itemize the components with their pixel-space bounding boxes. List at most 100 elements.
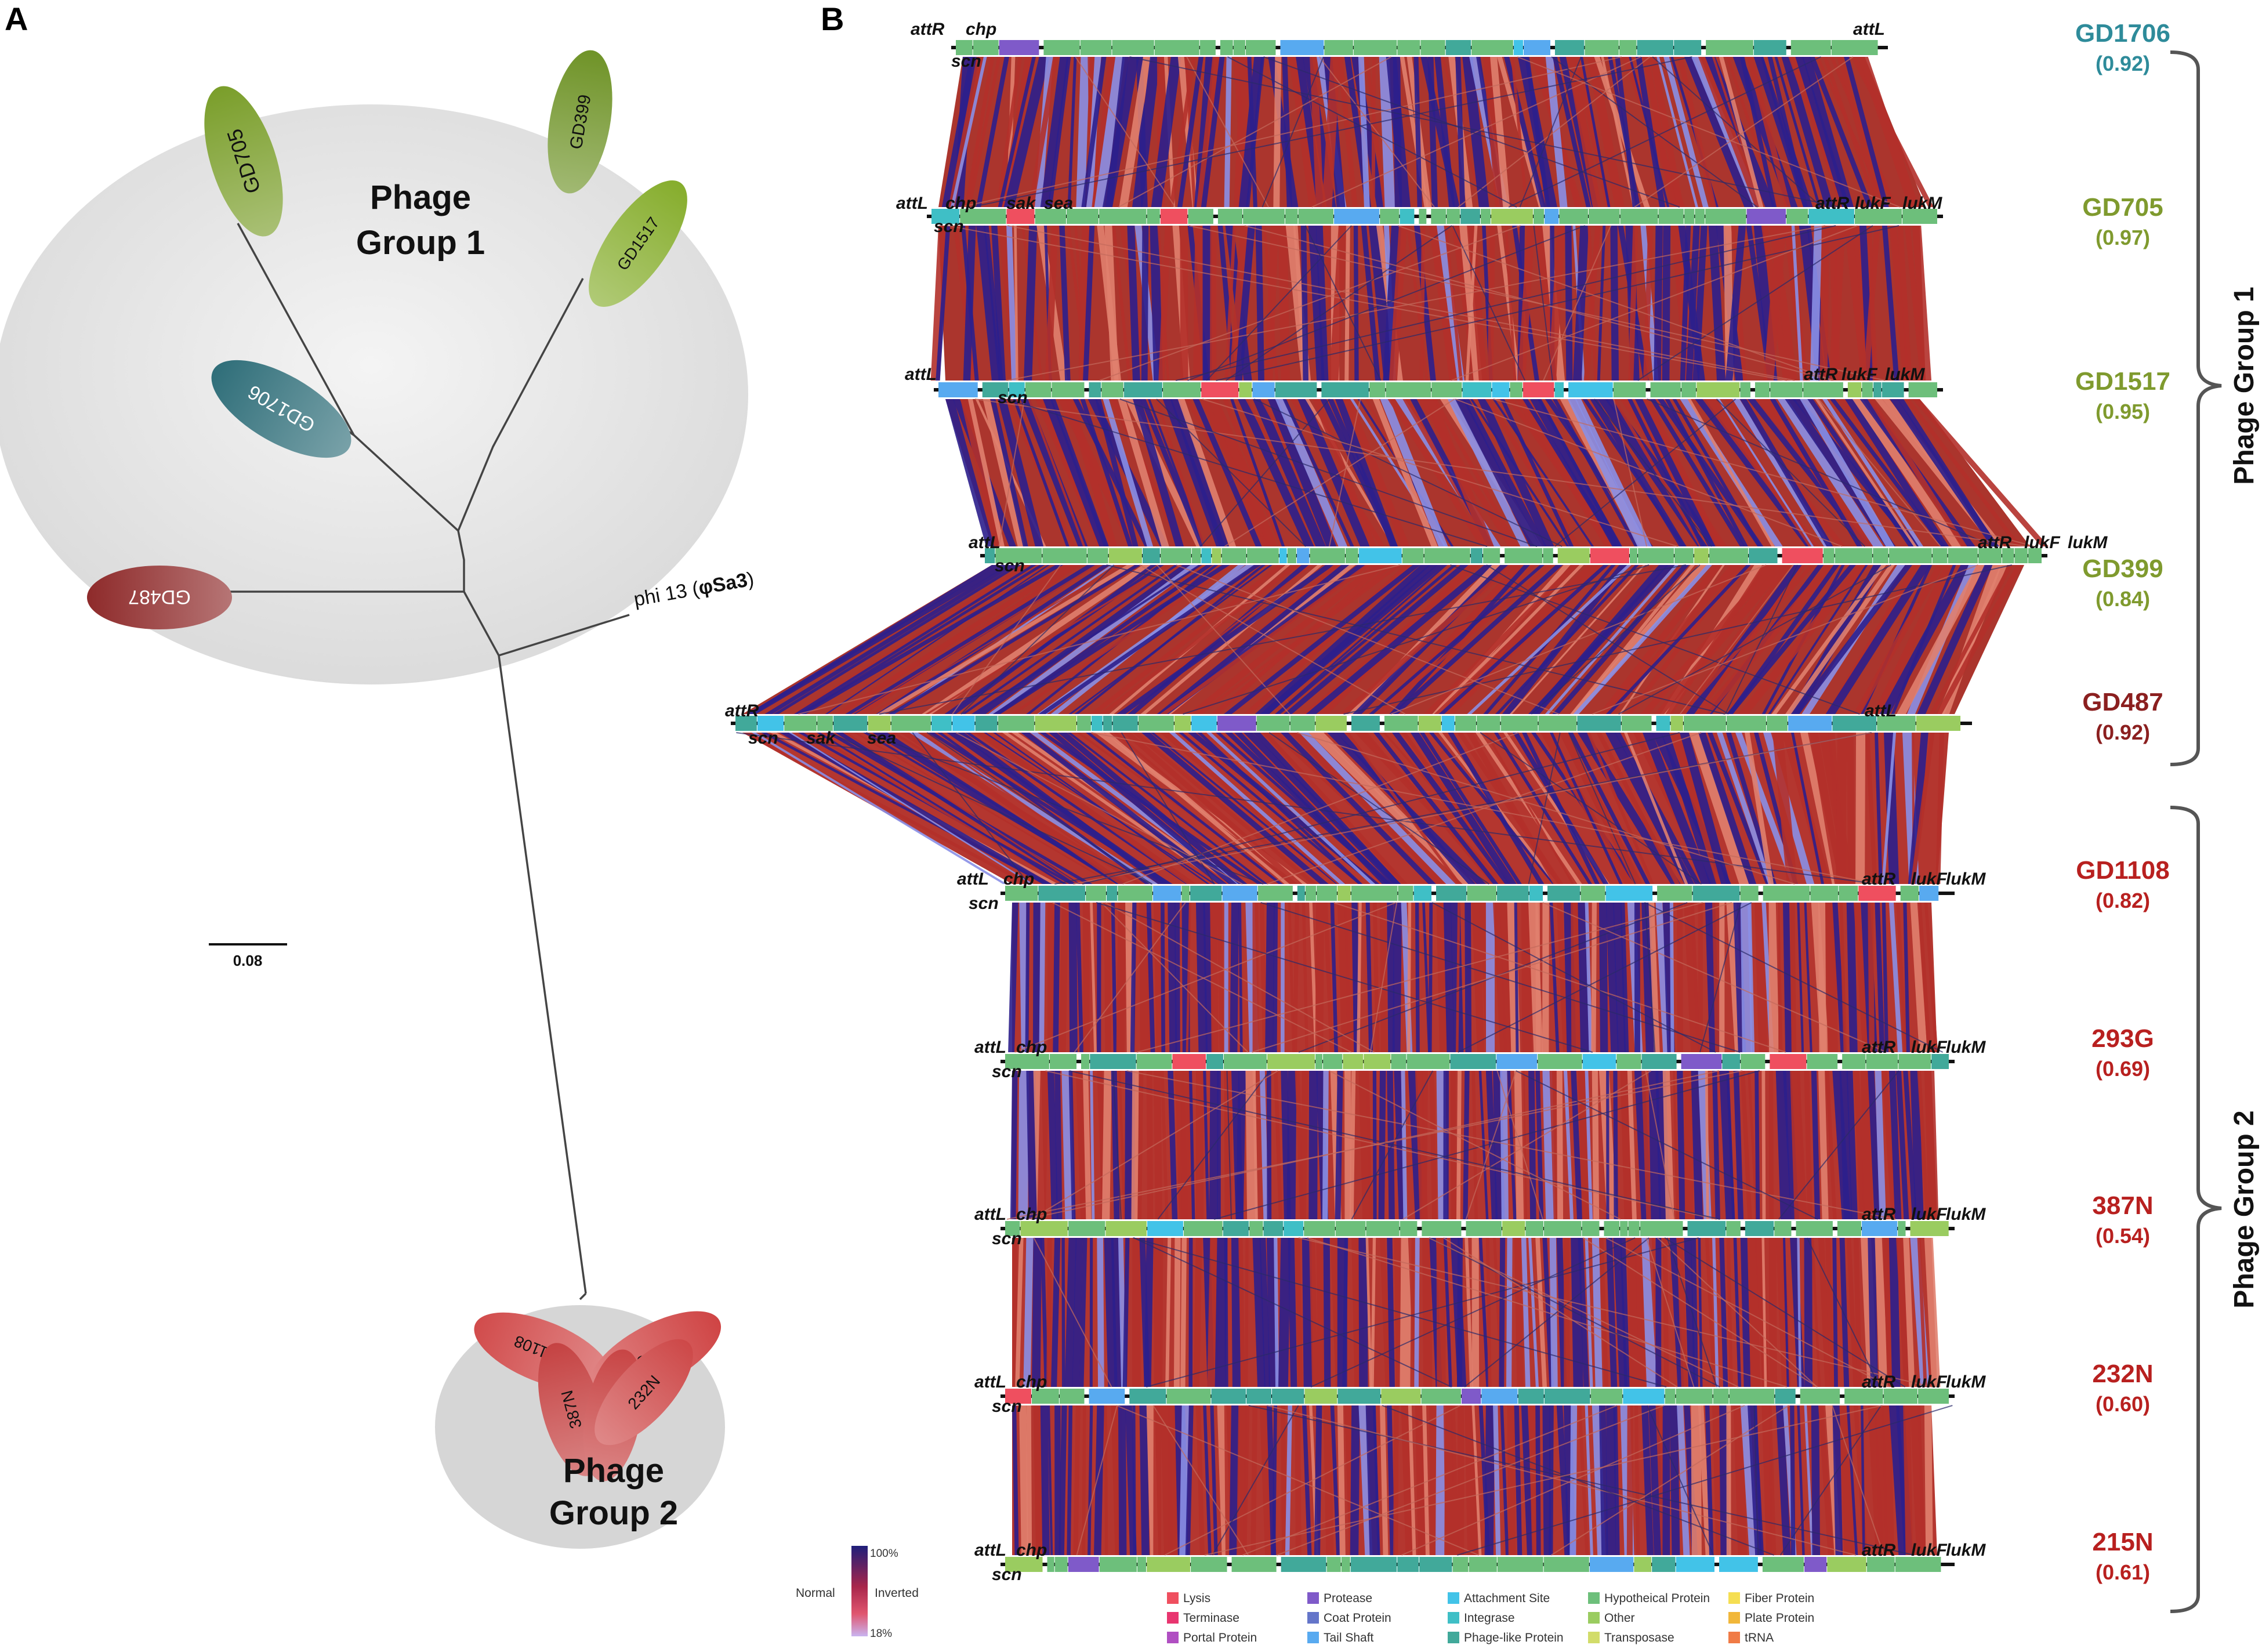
comparison-link [1174, 903, 1180, 1052]
comparison-link [851, 565, 1098, 714]
comparison-link [1669, 1071, 1680, 1219]
gene-block [1249, 1221, 1263, 1236]
gene-block [1005, 1221, 1020, 1236]
comparison-line [1263, 56, 1680, 208]
comparison-line [1188, 225, 1886, 381]
comparison-line [1076, 1405, 1118, 1556]
legend-label: Phage-like Protein [1464, 1631, 1564, 1644]
comparison-link [1620, 903, 1629, 1052]
comparison-link [1193, 1238, 1202, 1387]
gene-block [1932, 548, 1948, 563]
comparison-link [1768, 1071, 1774, 1219]
gene-block [1223, 1221, 1249, 1236]
comparison-link [1372, 1405, 1380, 1555]
comparison-line [1212, 1405, 1299, 1556]
comparison-link [1790, 1405, 1796, 1555]
legend-swatch [1448, 1592, 1459, 1604]
comparison-line [1136, 902, 1703, 1053]
comparison-link [1601, 57, 1636, 207]
comparison-link [1634, 903, 1640, 1052]
comparison-link [1010, 1071, 1018, 1219]
comparison-link [1896, 1071, 1909, 1219]
comparison-link [1754, 1405, 1762, 1555]
comparison-link [1471, 1405, 1482, 1555]
comparison-link [1643, 226, 1654, 381]
comparison-link [1855, 733, 1866, 884]
comparison-link [1407, 903, 1412, 1052]
comparison-link [1804, 1405, 1814, 1555]
gene-block [931, 716, 952, 731]
comparison-link [1853, 565, 1945, 714]
comparison-line [1242, 1405, 1618, 1556]
comparison-link [1422, 903, 1431, 1052]
comparison-link [1612, 399, 1703, 546]
comparison-link [1485, 1238, 1492, 1387]
comparison-link [1868, 1071, 1881, 1219]
comparison-link [1708, 733, 1771, 884]
comparison-line [1213, 1070, 1760, 1220]
comparison-line [1657, 1237, 1818, 1387]
feature-label: scn [992, 1397, 1022, 1416]
comparison-link [1118, 1405, 1127, 1555]
comparison-link [1058, 1405, 1067, 1555]
gene-block [1683, 716, 1726, 731]
gene-block [1397, 1557, 1419, 1572]
comparison-line [1183, 564, 1650, 715]
gene-block [1623, 1389, 1665, 1404]
comparison-line [960, 56, 1622, 208]
legend-swatch [1588, 1612, 1600, 1624]
comparison-link [1568, 733, 1651, 884]
comparison-link [1698, 57, 1763, 207]
comparison-line [1031, 1070, 1278, 1220]
comparison-link [998, 57, 1036, 207]
gene-block [1380, 209, 1400, 224]
gene-block [1543, 1557, 1589, 1572]
comparison-link [1252, 1238, 1266, 1387]
comparison-link [1054, 1071, 1063, 1219]
gene-block [1767, 716, 1788, 731]
comparison-link [1719, 903, 1725, 1052]
feature-label: attR [1862, 1372, 1896, 1392]
comparison-link [1153, 1071, 1163, 1219]
feature-label: lukM [1946, 1038, 1986, 1057]
comparison-link [1139, 1405, 1150, 1555]
gene-block [1729, 1389, 1775, 1404]
gene-block [960, 209, 1006, 224]
comparison-link [1865, 733, 1877, 884]
panel-label-a: A [5, 1, 28, 37]
comparison-link [1819, 226, 1830, 381]
comparison-link [1024, 226, 1038, 381]
comparison-link [1571, 1071, 1583, 1219]
comparison-link [1634, 1238, 1646, 1387]
comparison-line [1401, 1405, 1745, 1556]
gene-block [1123, 382, 1162, 397]
comparison-link [1549, 1405, 1554, 1555]
comparison-link [1888, 1071, 1902, 1219]
legend-swatch [1728, 1592, 1740, 1604]
gene-block [1858, 886, 1896, 901]
gene-block [1101, 382, 1123, 397]
comparison-link [996, 57, 1023, 207]
legend-item: Portal Protein [1167, 1631, 1257, 1644]
comparison-link [1825, 1238, 1835, 1387]
comparison-link [967, 57, 1001, 207]
comparison-link [1067, 57, 1077, 207]
comparison-link [1116, 565, 1335, 714]
comparison-line [1026, 1070, 1720, 1220]
comparison-link [1882, 1405, 1895, 1555]
gene-block [1310, 548, 1345, 563]
comparison-link [1592, 1071, 1600, 1219]
comparison-link [1337, 57, 1358, 207]
gene-block [1538, 1054, 1582, 1069]
gene-block [1206, 1054, 1223, 1069]
legend-swatch [1307, 1632, 1319, 1643]
gene-block [1810, 886, 1839, 901]
gene-block [1513, 40, 1523, 55]
comparison-link [1464, 1238, 1473, 1387]
comparison-line [1496, 1070, 1543, 1220]
genome-name-label: 232N [2092, 1360, 2153, 1388]
legend-label: Hypotheical Protein [1604, 1592, 1710, 1605]
gene-block [1916, 716, 1961, 731]
comparison-link [1203, 1071, 1210, 1219]
comparison-link [963, 226, 976, 381]
